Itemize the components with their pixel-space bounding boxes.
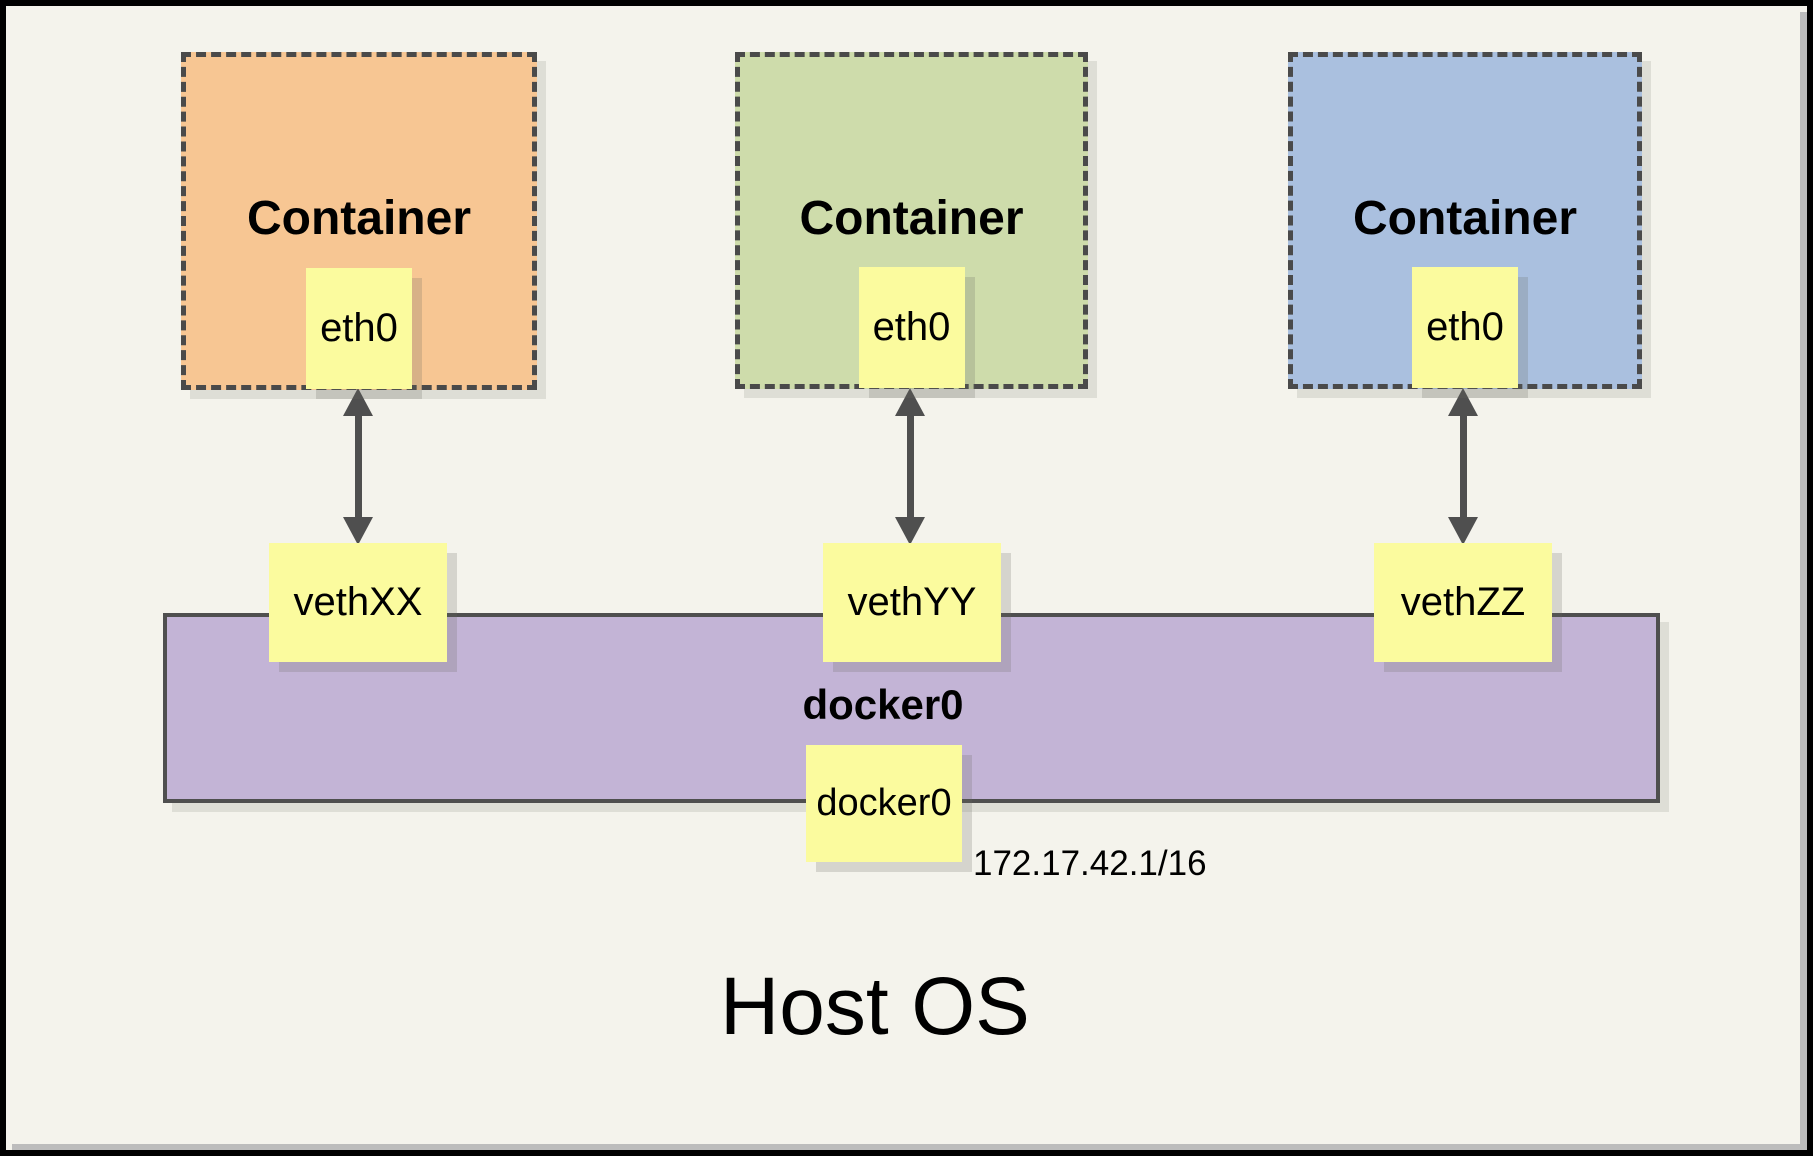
container-2-title: Container [799,192,1024,245]
bridge-ip-label: 172.17.42.1/16 [973,844,1207,883]
double-arrow-icon-2 [895,388,925,545]
container-box-2: Container eth0 [735,52,1088,389]
container-box-1: Container eth0 [181,52,537,390]
arrow-head-down-icon [895,517,925,545]
vethXX-box: vethXX [269,543,447,662]
container-3-title: Container [1352,192,1577,245]
frame-shadow-right [1800,12,1807,1144]
arrow-head-down-icon [343,517,373,545]
container-2-eth0-box: eth0 [858,267,965,388]
arrow-shaft [1460,410,1467,523]
vethYY-box: vethYY [823,543,1001,662]
docker0-interface-box: docker0 [806,745,962,862]
container-1-eth0-box: eth0 [306,268,412,389]
host-os-label: Host OS [720,961,1030,1052]
vethZZ-box: vethZZ [1374,543,1552,662]
double-arrow-icon-1 [343,388,373,545]
container-1-title: Container [246,192,471,245]
double-arrow-icon-3 [1448,388,1478,545]
frame-shadow-bottom [12,1144,1807,1150]
arrow-head-down-icon [1448,517,1478,545]
container-3-eth0-box: eth0 [1412,267,1518,388]
arrow-shaft [907,410,914,523]
container-box-3: Container eth0 [1288,52,1642,389]
docker0-bridge-label: docker0 [802,681,964,728]
arrow-shaft [355,410,362,523]
